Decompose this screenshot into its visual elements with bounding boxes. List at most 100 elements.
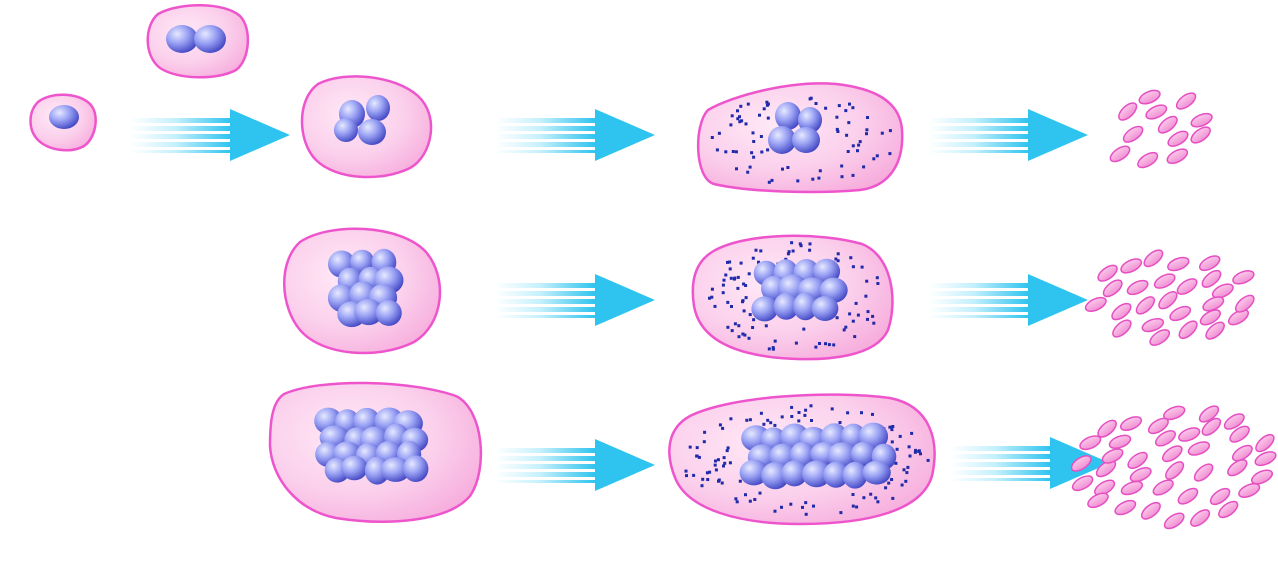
- platelet-icon: [1145, 104, 1168, 120]
- granule-dot: [810, 419, 813, 422]
- nucleus-lobe: [761, 462, 790, 490]
- granule-dot: [764, 324, 768, 328]
- granule-dot: [739, 104, 743, 108]
- granule-dot: [869, 492, 873, 496]
- granule-dot: [728, 267, 732, 271]
- granule-dot: [754, 248, 758, 252]
- granule-dot: [790, 405, 794, 409]
- nucleus-lobe: [850, 441, 877, 467]
- granule-dot: [751, 326, 755, 329]
- granule-dot: [808, 242, 812, 246]
- granule-dot: [771, 347, 775, 351]
- nucleus-lobe: [751, 296, 778, 322]
- granule-dot: [715, 148, 719, 152]
- platelet-icon: [1140, 501, 1161, 520]
- granule-dot: [736, 275, 740, 279]
- nucleus-lobe: [811, 296, 839, 321]
- platelet-icon: [1109, 145, 1131, 163]
- granule-dot: [890, 428, 894, 432]
- granule-dot: [858, 140, 862, 144]
- platelet-icon: [1190, 112, 1213, 128]
- platelet-icon: [1198, 405, 1220, 423]
- granule-dot: [759, 249, 763, 253]
- granule-dot: [802, 327, 806, 331]
- platelet-icon: [1111, 302, 1132, 321]
- granule-dot: [710, 136, 714, 139]
- granule-dot: [891, 496, 895, 500]
- platelet-icon: [1178, 320, 1198, 340]
- platelet-icon: [1187, 441, 1211, 456]
- granule-dot: [747, 272, 751, 276]
- nucleus-lobe: [354, 298, 384, 326]
- granule-dot: [862, 165, 866, 169]
- granule-dot: [851, 265, 855, 269]
- granule-dot: [854, 301, 858, 305]
- granule-dot: [737, 335, 741, 339]
- right-arrow-icon: [130, 109, 290, 161]
- granule-dot: [871, 314, 875, 318]
- granule-dot: [744, 284, 748, 287]
- platelet-icon: [1119, 416, 1143, 432]
- granule-dot: [888, 129, 892, 133]
- row2-megakaryoblast: [283, 227, 442, 355]
- granule-dot: [890, 440, 894, 444]
- nucleus-lobe: [823, 461, 849, 488]
- platelet-icon: [1227, 309, 1250, 326]
- platelet-icon: [1190, 509, 1211, 527]
- granule-dot: [753, 498, 757, 501]
- platelet-icon: [1211, 283, 1234, 299]
- granule-dot: [726, 446, 730, 450]
- granule-dot: [872, 157, 876, 161]
- granule-dot: [736, 286, 740, 290]
- granule-dot: [790, 415, 794, 418]
- row1-megakaryoblast: [300, 75, 433, 179]
- row2-granular-megakaryocyte: [691, 234, 894, 361]
- granule-dot: [905, 471, 909, 475]
- small-precursor-cell: [29, 93, 97, 152]
- granule-dot: [706, 478, 710, 481]
- platelet-icon: [1202, 296, 1225, 312]
- granule-dot: [724, 273, 728, 277]
- nucleus-lobe: [793, 292, 818, 321]
- granule-dot: [700, 484, 704, 488]
- platelet-icon: [1231, 444, 1253, 462]
- granule-dot: [804, 408, 808, 412]
- granule-dot: [797, 411, 801, 414]
- nucleus-lobe: [842, 461, 868, 489]
- granule-dot: [742, 309, 746, 313]
- granule-dot: [836, 259, 840, 263]
- granule-dot: [726, 260, 729, 264]
- granule-dot: [855, 505, 859, 509]
- platelet-icon: [1166, 148, 1189, 165]
- granule-dot: [900, 483, 904, 487]
- granule-dot: [748, 165, 752, 169]
- granule-dot: [750, 151, 754, 155]
- granule-dot: [743, 333, 747, 337]
- granule-dot: [846, 411, 850, 415]
- granule-dot: [769, 421, 773, 425]
- granule-dot: [746, 170, 750, 174]
- granule-dot: [804, 512, 808, 516]
- granule-dot: [866, 310, 870, 314]
- granule-dot: [741, 300, 744, 304]
- granule-dot: [734, 497, 738, 501]
- granules: [710, 96, 892, 184]
- granule-dot: [845, 133, 849, 137]
- granule-dot: [817, 176, 821, 180]
- granule-dot: [794, 341, 798, 345]
- granule-dot: [804, 501, 808, 505]
- platelet-icon: [1108, 434, 1132, 449]
- granule-dot: [866, 116, 869, 119]
- granule-dot: [809, 96, 813, 100]
- granule-dot: [716, 458, 720, 462]
- right-arrow-icon: [928, 109, 1088, 161]
- granule-dot: [726, 300, 730, 304]
- granule-dot: [730, 305, 733, 308]
- platelet-icon: [1232, 270, 1255, 285]
- granule-dot: [908, 454, 912, 458]
- platelet-icon: [1102, 279, 1123, 298]
- granule-dot: [692, 473, 696, 477]
- platelet-icon: [1126, 279, 1149, 296]
- granule-dot: [758, 491, 762, 495]
